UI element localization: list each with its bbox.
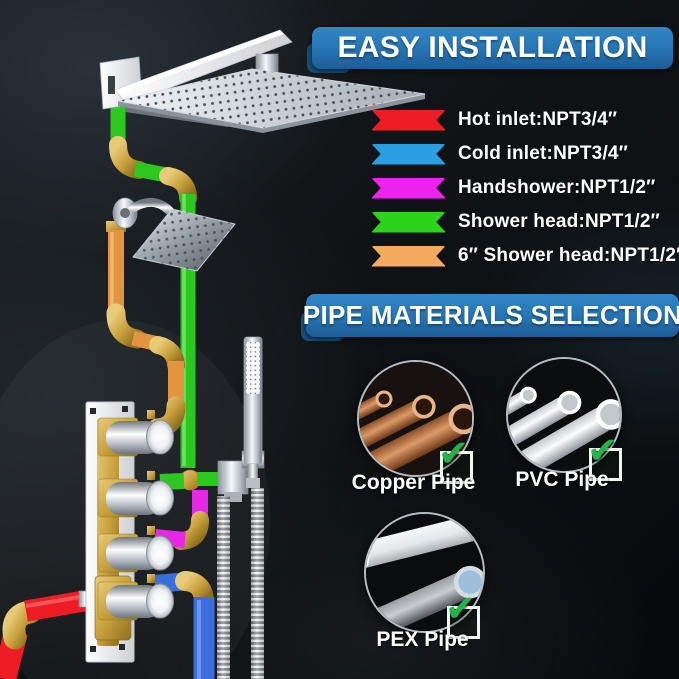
valve-knob-2 bbox=[106, 471, 174, 516]
shower-hose bbox=[217, 488, 264, 679]
pex-check-icon: ✔ bbox=[445, 590, 480, 639]
legend-item-hot-inlet: Hot inlet:NPT3/4″ bbox=[371, 103, 679, 137]
pvc-pipe-label: PVC Pipe bbox=[515, 468, 609, 491]
cold-inlet-pipe bbox=[154, 571, 215, 679]
six-inch-shower-head bbox=[132, 208, 236, 272]
pipe-materials-banner: PIPE MATERIALS SELECTION bbox=[301, 294, 679, 341]
hand-shower-wand bbox=[243, 336, 263, 488]
easy-installation-title: EASY INSTALLATION bbox=[337, 31, 648, 64]
legend-item-six-inch-shower-head: 6″ Shower head:NPT1/2″ bbox=[371, 239, 679, 273]
valve-knob-4 bbox=[106, 574, 174, 619]
copper-pipe-label: Copper Pipe bbox=[351, 471, 476, 494]
hot-inlet-pipe bbox=[0, 590, 93, 679]
check-glyph: ✔ bbox=[438, 433, 470, 474]
check-glyph: ✔ bbox=[445, 588, 477, 629]
copper-check-icon: ✔ bbox=[438, 435, 473, 484]
rain-shower-head bbox=[117, 68, 426, 133]
pipe-color-legend: Hot inlet:NPT3/4″ Cold inlet:NPT3/4″ Han… bbox=[371, 103, 679, 273]
shower-system-diagram bbox=[0, 29, 426, 679]
handshower-label: Handshower:NPT1/2″ bbox=[458, 177, 656, 198]
shower-head-color-swatch bbox=[371, 211, 446, 233]
legend-item-cold-inlet: Cold inlet:NPT3/4″ bbox=[371, 137, 679, 171]
pvc-pipe-photo bbox=[506, 357, 622, 473]
hot-inlet-color-swatch bbox=[371, 109, 446, 131]
valve-knob-3 bbox=[106, 526, 174, 571]
check-glyph: ✔ bbox=[587, 430, 619, 471]
pipe-materials-title: PIPE MATERIALS SELECTION bbox=[302, 300, 679, 330]
pvc-check-icon: ✔ bbox=[587, 432, 622, 481]
shower-head-label: Shower head:NPT1/2″ bbox=[458, 211, 660, 232]
legend-item-handshower: Handshower:NPT1/2″ bbox=[371, 171, 679, 205]
hot-inlet-label: Hot inlet:NPT3/4″ bbox=[458, 109, 618, 130]
pex-pipe-label: PEX Pipe bbox=[376, 628, 469, 651]
copper-pipe-photo bbox=[357, 360, 474, 477]
handshower-color-swatch bbox=[371, 177, 446, 199]
six-inch-head-label: 6″ Shower head:NPT1/2″ bbox=[458, 245, 679, 266]
cold-inlet-color-swatch bbox=[371, 143, 446, 165]
six-inch-head-color-swatch bbox=[371, 245, 446, 267]
valve-knob-1 bbox=[106, 410, 174, 455]
cold-inlet-label: Cold inlet:NPT3/4″ bbox=[458, 143, 628, 164]
easy-installation-banner: EASY INSTALLATION bbox=[307, 27, 673, 73]
legend-item-shower-head: Shower head:NPT1/2″ bbox=[371, 205, 679, 239]
